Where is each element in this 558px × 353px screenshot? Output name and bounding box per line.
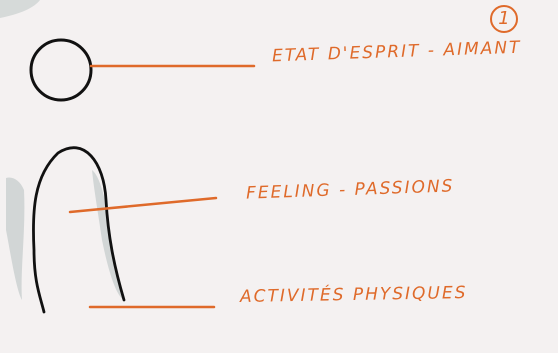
head-circle bbox=[31, 40, 91, 100]
body-shadow bbox=[6, 178, 24, 301]
body-arch bbox=[33, 148, 124, 312]
feeling-connector-line bbox=[70, 198, 216, 212]
page-number: 1 bbox=[490, 6, 518, 32]
corner-shadow bbox=[0, 0, 40, 18]
activities-label: ACTIVITÉS PHYSIQUES bbox=[240, 285, 468, 306]
